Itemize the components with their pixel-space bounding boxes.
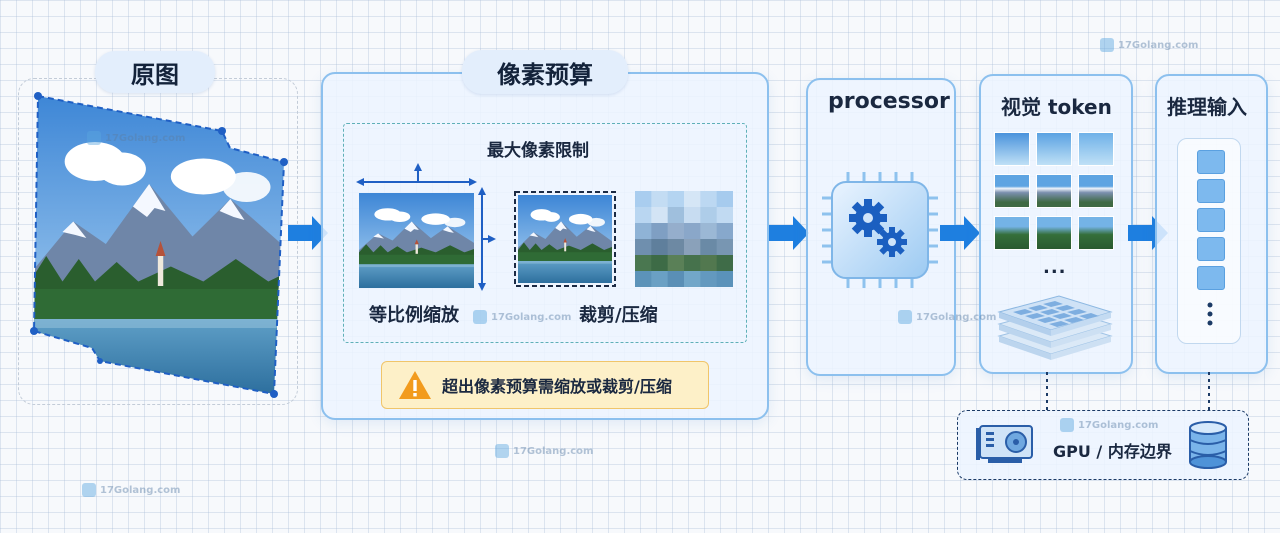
token-tile xyxy=(1036,174,1072,208)
token-stack-icon xyxy=(997,295,1113,360)
pixel-block xyxy=(635,191,652,208)
watermark-logo-icon xyxy=(82,483,96,497)
pixel-block xyxy=(716,191,733,208)
token-tile xyxy=(1036,132,1072,166)
token-tile xyxy=(1078,174,1114,208)
token-tile xyxy=(994,174,1030,208)
pixel-block xyxy=(716,239,733,256)
processor-title: processor xyxy=(828,89,950,114)
sequence-token xyxy=(1197,208,1225,232)
pixel-block xyxy=(651,271,669,287)
arrow-right-icon xyxy=(288,216,328,250)
pixel-block xyxy=(700,191,718,208)
pixel-block xyxy=(667,207,685,224)
original-title: 原图 xyxy=(95,51,215,93)
pixel-block xyxy=(651,223,669,240)
watermark-logo-icon xyxy=(495,444,509,458)
watermark-text: 17Golang.com xyxy=(513,445,594,457)
sequence-token xyxy=(1197,266,1225,290)
token-ellipsis: ... xyxy=(1043,257,1067,278)
pixel-block xyxy=(651,191,669,208)
max-pixels-frame xyxy=(343,123,747,343)
inference-title: 推理输入 xyxy=(1167,95,1247,119)
pixel-block xyxy=(635,207,652,224)
watermark: 17Golang.com xyxy=(1060,418,1158,432)
sequence-token xyxy=(1197,237,1225,261)
pixel-block xyxy=(635,255,652,272)
pixel-block xyxy=(700,239,718,256)
pixel-block xyxy=(667,255,685,272)
token-tile xyxy=(994,132,1030,166)
watermark-logo-icon xyxy=(898,310,912,324)
original-photo xyxy=(30,92,288,398)
token-tile xyxy=(994,216,1030,250)
pixel-block xyxy=(700,271,718,287)
pixel-block xyxy=(684,255,701,272)
sequence-token xyxy=(1197,179,1225,203)
arrow-right-icon xyxy=(769,216,809,250)
pixel-block xyxy=(667,239,685,256)
gpu-card-icon xyxy=(976,425,1033,463)
pixel-block xyxy=(716,271,733,287)
pixel-block xyxy=(635,271,652,287)
pixel-block xyxy=(651,207,669,224)
warning-icon xyxy=(399,371,431,399)
pixel-block xyxy=(651,239,669,256)
pixel-block xyxy=(684,207,701,224)
watermark-logo-icon xyxy=(1100,38,1114,52)
pixel-block xyxy=(635,223,652,240)
pixel-block xyxy=(651,255,669,272)
pixel-block xyxy=(700,223,718,240)
token-tile xyxy=(1078,132,1114,166)
gears-icon xyxy=(822,172,938,288)
cropped-image xyxy=(514,191,616,287)
gpu-label: GPU / 内存边界 xyxy=(1053,442,1172,461)
watermark-text: 17Golang.com xyxy=(105,132,186,144)
pixel-block xyxy=(684,271,701,287)
pixel-block xyxy=(684,191,701,208)
watermark-logo-icon xyxy=(1060,418,1074,432)
pixel-block xyxy=(716,207,733,224)
warning-text: 超出像素预算需缩放或裁剪/压缩 xyxy=(442,377,672,396)
database-icon xyxy=(1189,421,1227,469)
arrow-right-icon xyxy=(940,216,980,250)
watermark: 17Golang.com xyxy=(473,310,571,324)
watermark-text: 17Golang.com xyxy=(916,311,997,323)
token-tile xyxy=(1036,216,1072,250)
warning-box: 超出像素预算需缩放或裁剪/压缩 xyxy=(381,361,709,409)
watermark-text: 17Golang.com xyxy=(491,311,572,323)
pixel-block xyxy=(667,271,685,287)
pixel-block xyxy=(667,223,685,240)
watermark-text: 17Golang.com xyxy=(100,484,181,496)
pixel-block xyxy=(684,239,701,256)
watermark-text: 17Golang.com xyxy=(1118,39,1199,51)
watermark: 17Golang.com xyxy=(1100,38,1198,52)
pixel-block xyxy=(635,239,652,256)
watermark-text: 17Golang.com xyxy=(1078,419,1159,431)
compressed-image xyxy=(635,191,733,287)
sequence-token xyxy=(1197,150,1225,174)
watermark: 17Golang.com xyxy=(82,483,180,497)
pixel-budget-title: 像素预算 xyxy=(462,50,628,94)
watermark-logo-icon xyxy=(473,310,487,324)
pixel-block xyxy=(684,223,701,240)
scale-caption: 等比例缩放 xyxy=(369,305,459,326)
pixel-block xyxy=(667,191,685,208)
pixel-block xyxy=(700,255,718,272)
pixel-block xyxy=(716,255,733,272)
scaled-image xyxy=(356,163,496,291)
sequence-ellipsis-icon xyxy=(1207,302,1213,326)
crop-caption: 裁剪/压缩 xyxy=(579,305,658,326)
watermark: 17Golang.com xyxy=(495,444,593,458)
watermark: 17Golang.com xyxy=(898,310,996,324)
token-tile xyxy=(1078,216,1114,250)
max-pixels-label: 最大像素限制 xyxy=(487,141,589,161)
watermark-logo-icon xyxy=(87,131,101,145)
watermark: 17Golang.com xyxy=(87,131,185,145)
visual-token-title: 视觉 token xyxy=(1001,95,1112,119)
gpu-connectors xyxy=(1046,372,1210,412)
pixel-block xyxy=(716,223,733,240)
pixel-block xyxy=(700,207,718,224)
